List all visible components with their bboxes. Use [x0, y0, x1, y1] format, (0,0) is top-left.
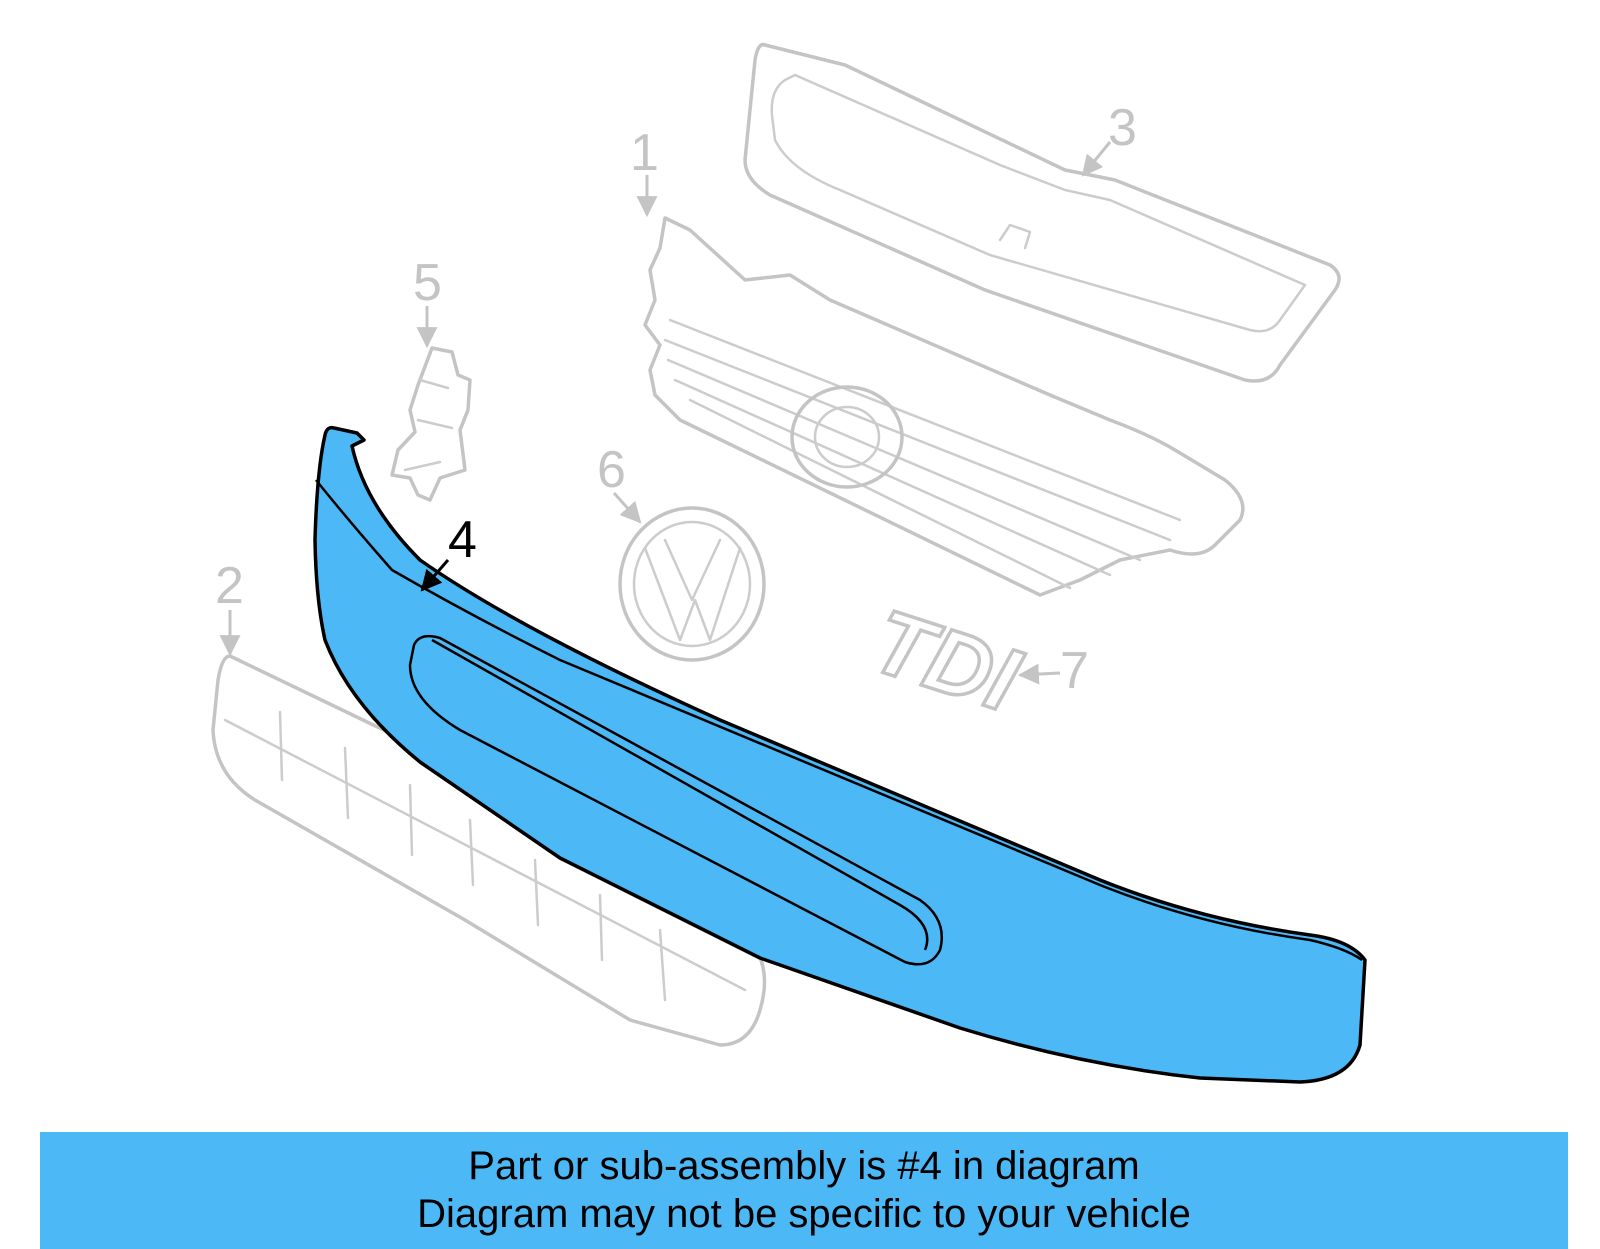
- callout-7: 7: [1060, 642, 1089, 700]
- part-2-lower-grille: [211, 654, 767, 1047]
- callout-3: 3: [1108, 99, 1137, 157]
- callouts: 1 3 5 6 4 2 7: [215, 99, 1137, 700]
- part-1-grille: [643, 216, 1245, 597]
- part-6-vw-emblem: [618, 506, 766, 662]
- callout-4: 4: [448, 511, 477, 569]
- callout-6: 6: [597, 441, 626, 499]
- callout-1: 1: [630, 124, 659, 182]
- caption-banner: Part or sub-assembly is #4 in diagram Di…: [40, 1132, 1568, 1249]
- part-7-badge: TDI: [859, 590, 1033, 734]
- callout-2: 2: [215, 557, 244, 615]
- caption-line-2: Diagram may not be specific to your vehi…: [417, 1192, 1191, 1236]
- part-5-bracket: [390, 346, 472, 502]
- part-3-grille-frame: [743, 42, 1341, 383]
- caption-line-1: Part or sub-assembly is #4 in diagram: [468, 1144, 1140, 1188]
- part-4-front-spoiler: [313, 425, 1367, 1084]
- callout-5: 5: [413, 254, 442, 312]
- badge-lettering: TDI: [861, 591, 1032, 732]
